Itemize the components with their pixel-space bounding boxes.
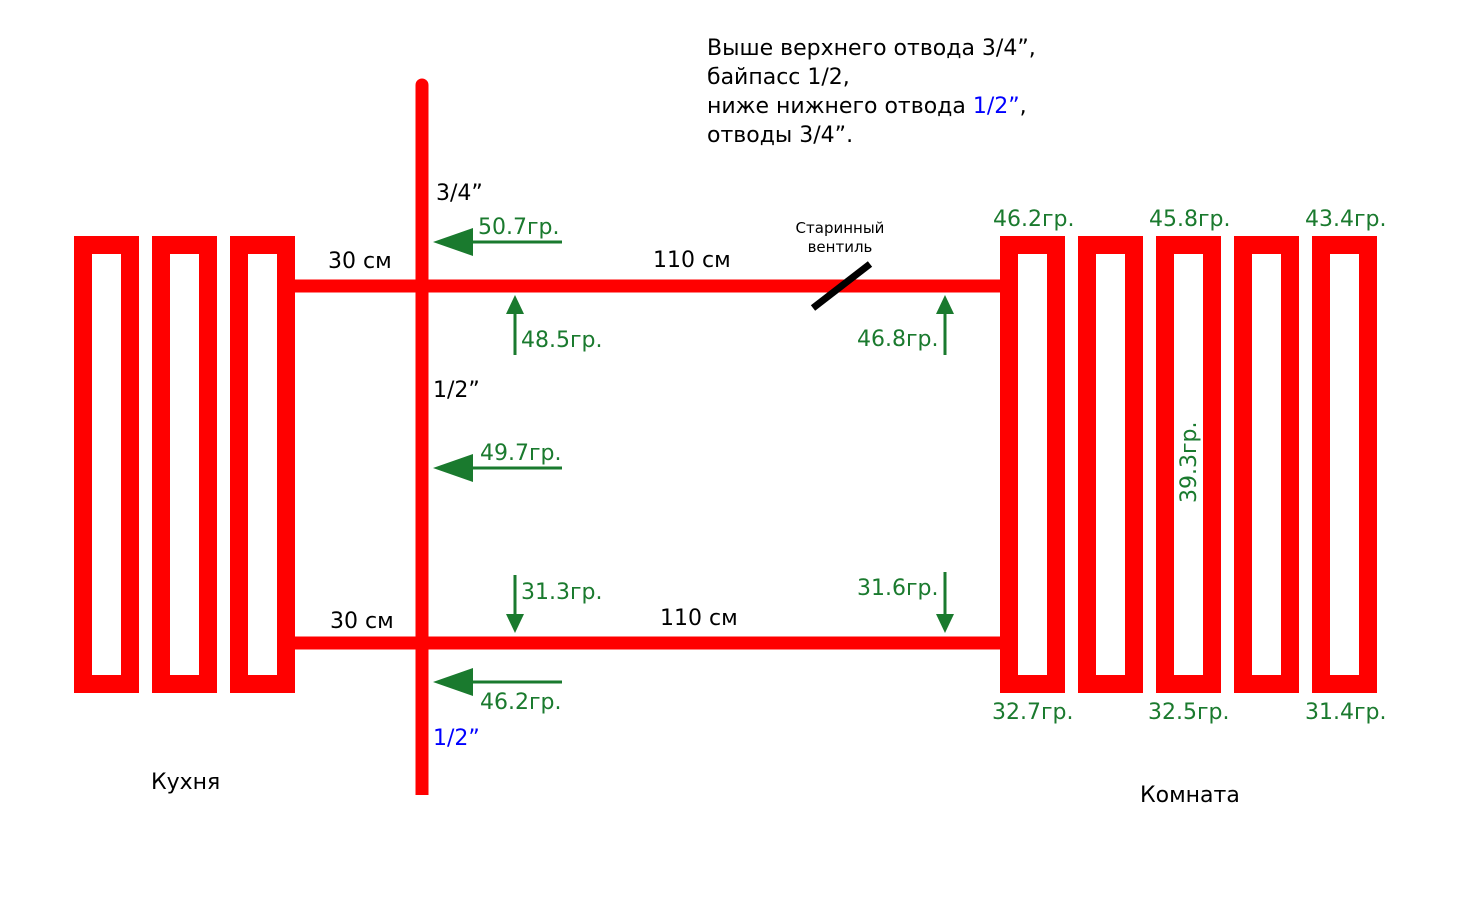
room-radiator-section-1 xyxy=(1000,236,1065,693)
temp-upper-branch-far: 46.8гр. xyxy=(857,327,939,352)
room-radiator xyxy=(1000,236,1377,693)
note-line-3-prefix: ниже нижнего отвода xyxy=(707,94,973,119)
note-line-3-suffix: , xyxy=(1020,94,1027,119)
riser-middle-arrow-head xyxy=(433,454,473,482)
temp-riser-lower: 46.2гр. xyxy=(480,690,562,715)
lower-right-distance: 110 см xyxy=(660,606,738,631)
temp-upper-branch-near: 48.5гр. xyxy=(521,328,603,353)
temp-room-bottom-1: 32.7гр. xyxy=(992,700,1074,725)
bypass-size-label: 1/2” xyxy=(433,378,480,403)
temp-room-middle: 39.3гр. xyxy=(1177,421,1202,503)
temp-riser-upper: 50.7гр. xyxy=(478,215,560,240)
temp-riser-middle: 49.7гр. xyxy=(480,441,562,466)
upper-left-distance: 30 см xyxy=(328,249,392,274)
lower-near-arrow-head xyxy=(506,614,524,633)
kitchen-radiator-section-3 xyxy=(230,236,295,693)
upper-near-arrow-head xyxy=(506,295,524,314)
room-radiator-section-4 xyxy=(1234,236,1299,693)
upper-far-arrow-head xyxy=(936,295,954,314)
note-line-2: байпасс 1/2, xyxy=(707,65,850,90)
room-radiator-section-3 xyxy=(1156,236,1221,693)
temp-lower-branch-far: 31.6гр. xyxy=(857,576,939,601)
riser-pipe-cap xyxy=(415,78,429,92)
kitchen-radiator-section-2 xyxy=(152,236,217,693)
valve-marker xyxy=(810,261,873,311)
note-line-3: ниже нижнего отвода 1/2”, xyxy=(707,94,1027,119)
room-radiator-section-5 xyxy=(1312,236,1377,693)
room-radiator-section-2 xyxy=(1078,236,1143,693)
upper-right-distance: 110 см xyxy=(653,248,731,273)
temp-room-bottom-3: 32.5гр. xyxy=(1148,700,1230,725)
kitchen-label: Кухня xyxy=(151,770,220,795)
valve-label-line2: вентиль xyxy=(808,238,873,256)
lower-left-distance: 30 см xyxy=(330,609,394,634)
room-label: Комната xyxy=(1140,783,1240,808)
valve-label-line1: Старинный xyxy=(796,219,885,237)
riser-bottom-size-label: 1/2” xyxy=(433,726,480,751)
note-line-1: Выше верхнего отвода 3/4”, xyxy=(707,36,1036,61)
riser-top-size-label: 3/4” xyxy=(436,181,483,206)
temp-room-top-1: 46.2гр. xyxy=(993,207,1075,232)
kitchen-radiator xyxy=(74,236,295,693)
temp-room-top-3: 45.8гр. xyxy=(1149,207,1231,232)
riser-lower-arrow-head xyxy=(433,668,473,696)
lower-far-arrow-head xyxy=(936,614,954,633)
temp-room-bottom-5: 31.4гр. xyxy=(1305,700,1387,725)
kitchen-radiator-section-1 xyxy=(74,236,139,693)
flow-arrows xyxy=(433,228,954,696)
note-line-4: отводы 3/4”. xyxy=(707,123,853,148)
pipes xyxy=(295,78,1002,795)
temp-lower-branch-near: 31.3гр. xyxy=(521,580,603,605)
temp-room-top-5: 43.4гр. xyxy=(1305,207,1387,232)
note-line-3-highlight: 1/2” xyxy=(973,94,1020,119)
riser-upper-arrow-head xyxy=(433,228,473,256)
